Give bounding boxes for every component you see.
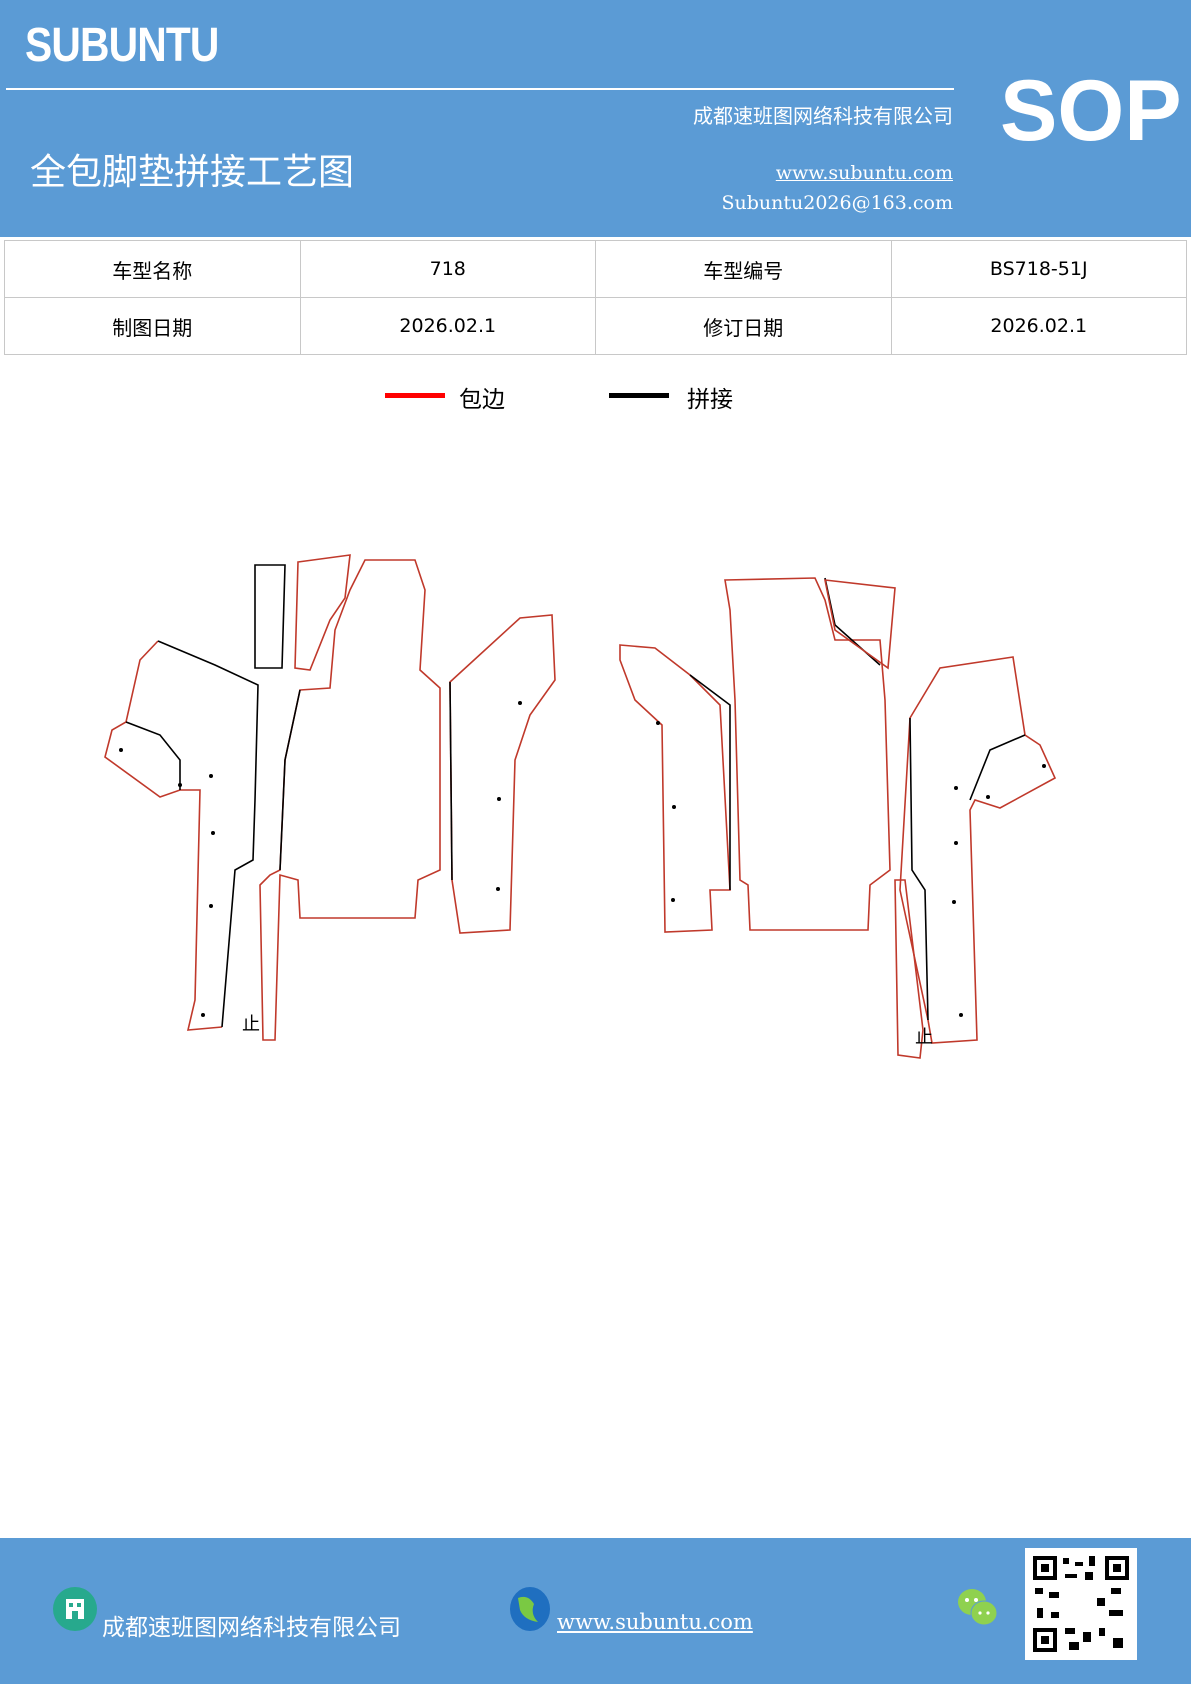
seam-line [909, 717, 929, 1021]
mat-piece [619, 644, 731, 933]
seam-line [689, 674, 731, 890]
right-mat-group: 止 [619, 577, 1057, 1059]
model-name-label: 车型名称 [4, 240, 301, 298]
divider [6, 88, 954, 90]
seam-line [157, 640, 259, 1028]
mat-piece [449, 614, 556, 934]
mat-piece [724, 577, 891, 931]
legend-swatch-seam [609, 393, 669, 398]
draw-date-label: 制图日期 [4, 297, 301, 355]
model-code: BS718-51J [890, 240, 1187, 298]
qr-code-image [1033, 1556, 1129, 1652]
seam-line [969, 734, 1026, 801]
email: Subuntu2026@163.com [721, 192, 953, 214]
seam-line [125, 721, 181, 790]
mat-piece [254, 564, 286, 669]
logo: SUBUNTU [25, 19, 219, 72]
seam-line [449, 681, 453, 881]
model-name: 718 [299, 240, 596, 298]
mat-piece [894, 879, 924, 1059]
revise-date-label: 修订日期 [595, 297, 892, 355]
stop-mark: 止 [915, 1027, 933, 1048]
hole-markers [119, 701, 1046, 1017]
globe-icon [510, 1587, 550, 1631]
company-name: 成都速班图网络科技有限公司 [693, 104, 953, 128]
mat-piece [259, 559, 441, 1041]
footer-company: 成都速班图网络科技有限公司 [102, 1615, 401, 1641]
header: SUBUNTU 成都速班图网络科技有限公司 全包脚垫拼接工艺图 www.subu… [0, 0, 1191, 237]
seam-line [279, 689, 301, 871]
info-table: 车型名称 718 车型编号 BS718-51J 制图日期 2026.02.1 修… [4, 240, 1187, 355]
legend-swatch-edge [385, 393, 445, 398]
legend-label-edge: 包边 [459, 387, 505, 413]
sop-badge: SOP [1000, 63, 1182, 159]
legend-label-seam: 拼接 [687, 387, 733, 413]
draw-date: 2026.02.1 [299, 297, 596, 355]
wechat-icon[interactable] [956, 1586, 1000, 1630]
mat-piece [824, 579, 896, 670]
building-icon [53, 1587, 97, 1631]
revise-date: 2026.02.1 [890, 297, 1187, 355]
qr-code [1025, 1548, 1137, 1660]
stop-mark: 止 [242, 1014, 260, 1035]
footer-website-link[interactable]: www.subuntu.com [557, 1610, 753, 1634]
left-mat-group: 止 [104, 554, 556, 1041]
model-code-label: 车型编号 [595, 240, 892, 298]
mat-piece [294, 554, 351, 671]
footer: 成都速班图网络科技有限公司 www.subuntu.com [0, 1538, 1191, 1684]
mat-piece [899, 656, 1057, 1044]
website-link[interactable]: www.subuntu.com [775, 162, 953, 184]
page-title: 全包脚垫拼接工艺图 [30, 152, 355, 193]
mat-piece [104, 640, 223, 1031]
